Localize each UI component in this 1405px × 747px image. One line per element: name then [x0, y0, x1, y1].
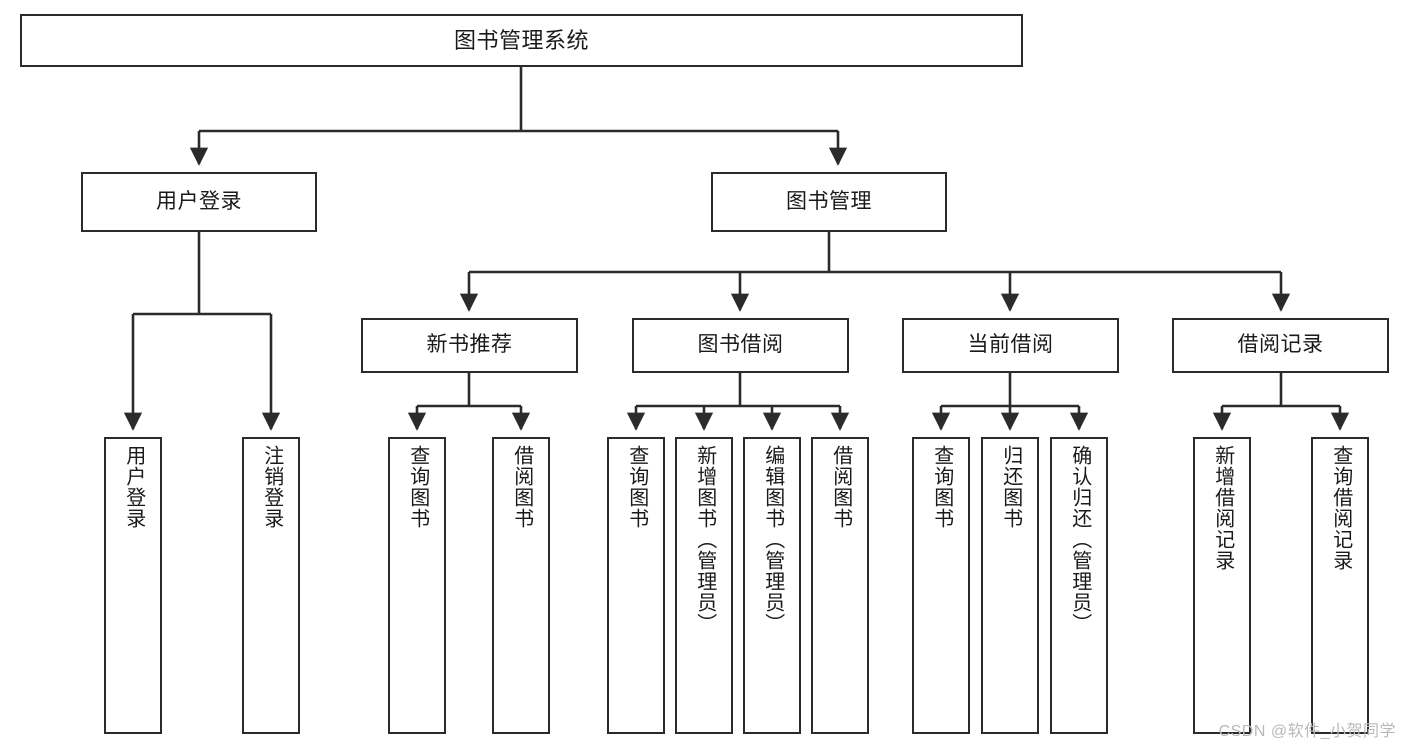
- node-label: 图书借阅: [697, 333, 784, 357]
- node-leaf-query-borrow-record[interactable]: 查询借阅记录: [1311, 437, 1369, 734]
- node-borrow-record[interactable]: 借阅记录: [1172, 318, 1389, 373]
- node-root-book-management-system[interactable]: 图书管理系统: [20, 14, 1023, 67]
- node-book-management[interactable]: 图书管理: [711, 172, 947, 232]
- node-leaf-borrow-book-recommend[interactable]: 借阅图书: [492, 437, 550, 734]
- node-leaf-confirm-return-admin[interactable]: 确认归还（管理员）: [1050, 437, 1108, 734]
- node-label: 查询借阅记录: [1329, 445, 1352, 571]
- node-user-login[interactable]: 用户登录: [81, 172, 317, 232]
- node-label: 图书管理系统: [453, 27, 589, 53]
- node-label: 查询图书: [930, 445, 953, 529]
- node-leaf-add-book-admin[interactable]: 新增图书（管理员）: [675, 437, 733, 734]
- node-label: 用户登录: [156, 189, 242, 213]
- node-leaf-user-login[interactable]: 用户登录: [104, 437, 162, 734]
- node-label: 用户登录: [122, 445, 145, 529]
- node-label: 借阅图书: [510, 445, 533, 529]
- node-new-book-recommend[interactable]: 新书推荐: [361, 318, 578, 373]
- node-leaf-query-book-recommend[interactable]: 查询图书: [388, 437, 446, 734]
- node-label: 图书管理: [786, 189, 872, 213]
- node-leaf-edit-book-admin[interactable]: 编辑图书（管理员）: [743, 437, 801, 734]
- node-leaf-query-book-current[interactable]: 查询图书: [912, 437, 970, 734]
- node-label: 注销登录: [260, 445, 283, 529]
- node-label: 新书推荐: [426, 333, 513, 357]
- node-label: 编辑图书（管理员）: [761, 445, 784, 634]
- csdn-watermark: CSDN @软件_小贺同学: [1218, 723, 1396, 740]
- node-label: 借阅记录: [1237, 333, 1324, 357]
- node-current-borrow[interactable]: 当前借阅: [902, 318, 1119, 373]
- node-book-borrow[interactable]: 图书借阅: [632, 318, 849, 373]
- node-leaf-logout[interactable]: 注销登录: [242, 437, 300, 734]
- node-label: 查询图书: [625, 445, 648, 529]
- node-leaf-add-borrow-record[interactable]: 新增借阅记录: [1193, 437, 1251, 734]
- node-label: 当前借阅: [967, 333, 1054, 357]
- node-label: 新增借阅记录: [1211, 445, 1234, 571]
- node-leaf-return-book[interactable]: 归还图书: [981, 437, 1039, 734]
- node-label: 确认归还（管理员）: [1068, 445, 1091, 634]
- node-label: 新增图书（管理员）: [693, 445, 716, 634]
- node-leaf-query-book-borrow[interactable]: 查询图书: [607, 437, 665, 734]
- node-label: 归还图书: [999, 445, 1022, 529]
- node-label: 借阅图书: [829, 445, 852, 529]
- node-label: 查询图书: [406, 445, 429, 529]
- node-leaf-borrow-book[interactable]: 借阅图书: [811, 437, 869, 734]
